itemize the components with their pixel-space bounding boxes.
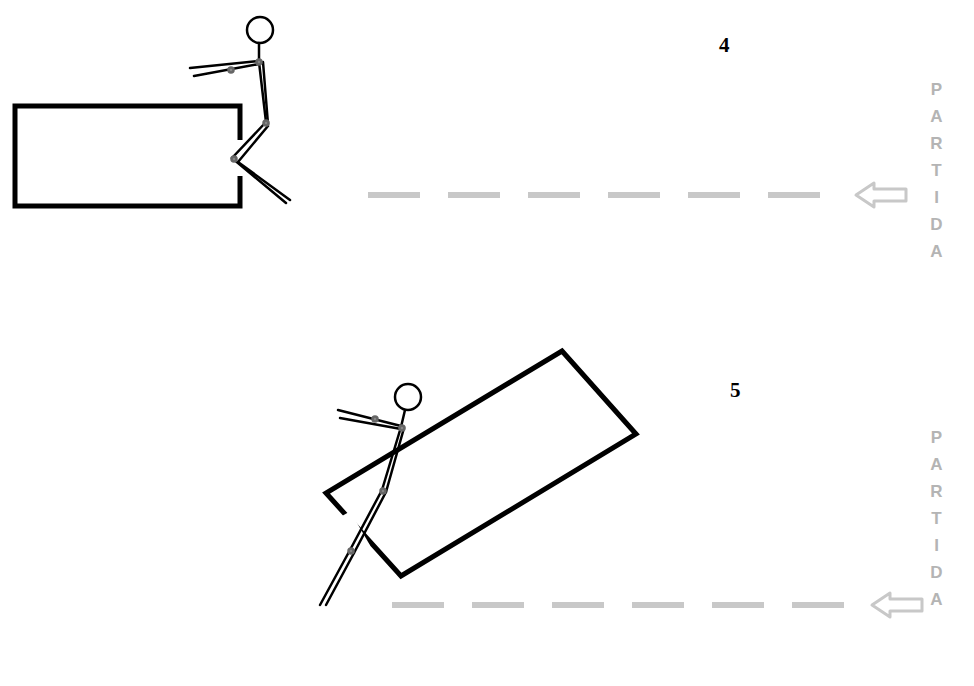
callout-number: 5 xyxy=(730,378,741,403)
panel-four-art xyxy=(15,17,906,217)
side-label: PARTIDA xyxy=(928,80,945,269)
box-flat xyxy=(15,106,240,206)
direction-arrow xyxy=(872,593,922,617)
side-label: PARTIDA xyxy=(928,428,945,617)
callout-number: 4 xyxy=(719,33,730,58)
direction-arrow xyxy=(856,183,906,207)
stick-figure xyxy=(190,17,290,203)
stick-figure xyxy=(320,384,421,605)
dashed-path xyxy=(368,192,842,198)
panel-five-art xyxy=(320,351,922,617)
box-tilted xyxy=(326,351,636,576)
dashed-path xyxy=(392,602,862,608)
